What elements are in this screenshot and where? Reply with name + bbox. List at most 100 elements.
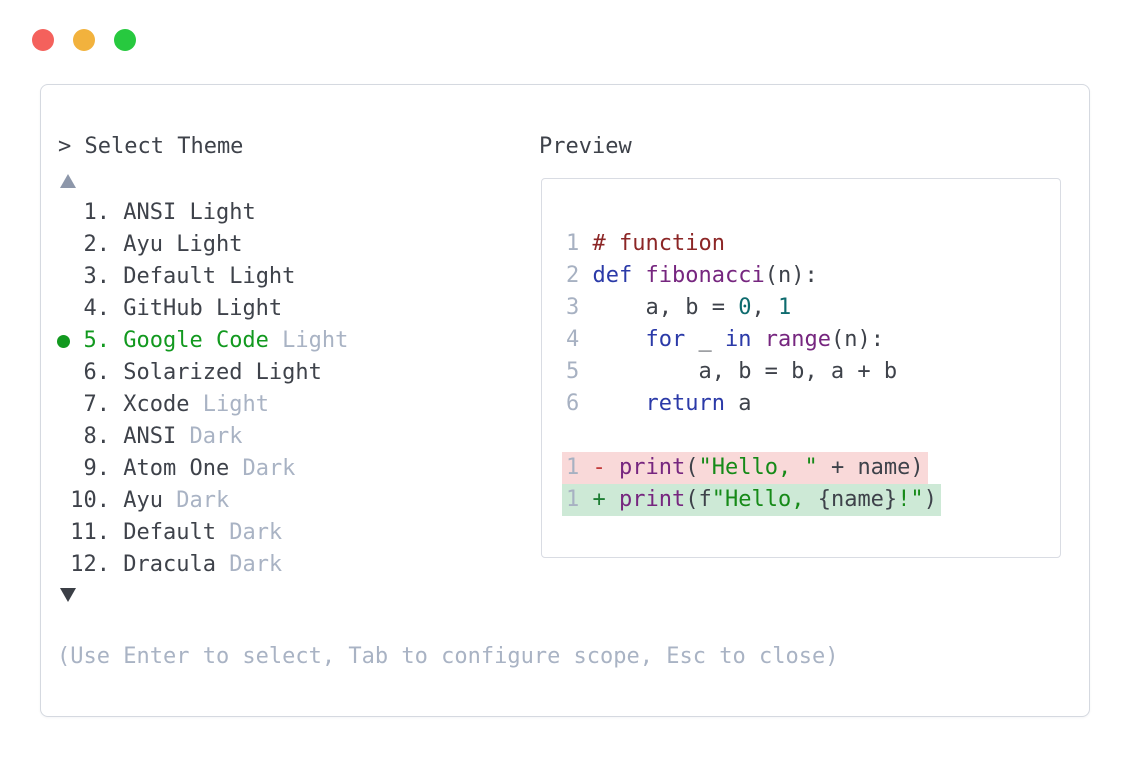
token-pln: (n): [830,327,884,352]
diff-line: 1- print("Hello, " + name) [562,452,941,484]
theme-name: GitHub [109,296,203,321]
scroll-up-control[interactable] [60,165,92,197]
token-pln: , [751,295,778,320]
token-str: "Hello, " [698,455,818,480]
theme-variant: Light [242,360,322,385]
token-kwd: in [724,327,752,352]
theme-variant: Dark [215,520,283,545]
token-pln: (n): [764,263,818,288]
theme-variant: Light [189,392,269,417]
theme-list-item[interactable]: 11. Default Dark [57,517,348,549]
code-line [566,420,941,452]
token-typ: fibonacci [645,263,765,288]
token-kwd: def [592,263,633,288]
theme-list-item[interactable]: 9. Atom One Dark [57,453,348,485]
theme-number: 3. [83,264,110,289]
line-number: 5 [566,359,580,384]
preview-pane-title: Preview [539,134,632,159]
theme-number: 1. [83,200,110,225]
theme-variant: Dark [162,488,230,513]
scroll-down-control[interactable] [60,579,92,611]
token-str: !" [897,487,924,512]
selected-indicator-dot [57,334,70,348]
theme-number: 11. [70,520,110,545]
theme-name: Ayu [109,488,163,513]
theme-list-item[interactable]: 7. Xcode Light [57,389,348,421]
token-pln: + name) [817,455,924,480]
theme-search-prompt[interactable]: > Select Theme [58,134,244,159]
line-number: 6 [566,391,580,416]
theme-variant: Light [162,232,243,257]
theme-number: 5. [83,328,110,353]
scroll-down-icon [60,588,76,602]
token-pln: a [724,391,752,416]
code-line: 6 return a [566,388,941,420]
theme-number: 4. [83,296,110,321]
theme-variant: Dark [215,552,283,577]
theme-name: ANSI [109,200,177,225]
theme-number: 8. [83,424,110,449]
theme-variant: Dark [229,456,296,481]
theme-number: 10. [70,488,110,513]
scroll-up-icon [60,174,76,188]
token-typ: print [619,487,686,512]
theme-list-item[interactable]: 10. Ayu Dark [57,485,348,517]
token-str: "Hello, [711,487,818,512]
line-number: 3 [566,295,580,320]
theme-name: Solarized [109,360,243,385]
theme-number: 9. [83,456,110,481]
code-line: 2 def fibonacci(n): [566,260,941,292]
token-kwd: for [645,327,686,352]
theme-name: Default [109,264,216,289]
token-pln: ( [685,455,699,480]
theme-name: ANSI [109,424,177,449]
token-ins: + [592,487,619,512]
token-typ: range [764,327,831,352]
theme-list-item[interactable]: 12. Dracula Dark [57,549,348,581]
zoom-window-icon[interactable] [114,29,136,51]
diff-highlight: 1 + print(f"Hello, {name}!") [562,484,941,516]
theme-name: Ayu [109,232,163,257]
theme-list-item[interactable]: 4. GitHub Light [57,293,348,325]
token-pln: a, b = [592,295,739,320]
code-line: 3 a, b = 0, 1 [566,292,941,324]
token-pln: ) [923,487,937,512]
token-pln [593,391,646,416]
code-line: 4 for _ in range(n): [566,324,941,356]
token-pln [751,327,764,352]
token-pln: {name} [817,487,898,512]
theme-number: 7. [83,392,110,417]
theme-list-item[interactable]: 6. Solarized Light [57,357,348,389]
token-pln [632,263,645,288]
theme-name: Atom One [109,456,230,481]
theme-name: Default [109,520,216,545]
theme-list-item[interactable]: 3. Default Light [57,261,348,293]
token-pln [593,327,646,352]
theme-variant: Light [176,200,256,225]
theme-variant: Light [268,328,349,353]
theme-variant: Light [215,264,296,289]
token-typ: print [619,455,686,480]
token-lit: 0 [738,295,752,320]
token-del: - [592,455,619,480]
theme-list-item[interactable]: 5. Google Code Light [57,325,348,357]
theme-number: 12. [70,552,110,577]
theme-name: Dracula [109,552,216,577]
close-window-icon[interactable] [32,29,54,51]
line-number: 1 [566,487,580,512]
line-number: 2 [566,263,580,288]
theme-list-item[interactable]: 2. Ayu Light [57,229,348,261]
theme-name: Google Code [109,328,269,353]
token-pln: (f [685,487,712,512]
diff-line: 1 + print(f"Hello, {name}!") [562,484,941,516]
code-line: 5 a, b = b, a + b [566,356,941,388]
theme-variant: Dark [176,424,243,449]
token-com: # function [592,231,725,256]
theme-list-item[interactable]: 1. ANSI Light [57,197,348,229]
theme-variant: Light [202,296,283,321]
theme-list-item[interactable]: 8. ANSI Dark [57,421,348,453]
line-number: 1 [566,455,580,480]
minimize-window-icon[interactable] [73,29,95,51]
